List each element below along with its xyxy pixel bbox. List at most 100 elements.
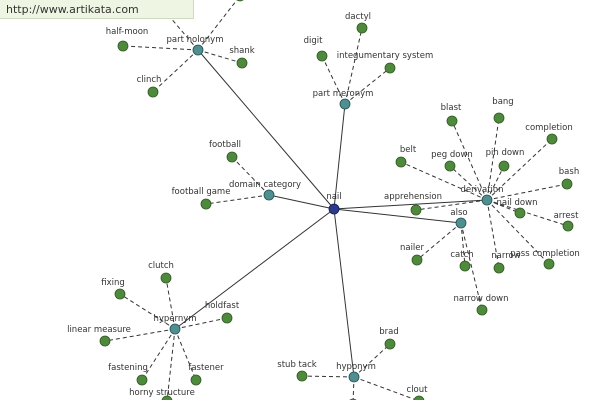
node-linear-measure[interactable] xyxy=(99,335,111,347)
label-pin-down[interactable]: pin down xyxy=(486,148,525,158)
label-nail[interactable]: nail xyxy=(326,192,341,202)
node-holdfast[interactable] xyxy=(221,312,233,324)
label-hyponym[interactable]: hyponym xyxy=(336,362,376,372)
node-bash[interactable] xyxy=(561,178,573,190)
node-fastener[interactable] xyxy=(190,374,202,386)
node-derivation[interactable] xyxy=(481,194,493,206)
label-fastening[interactable]: fastening xyxy=(108,363,148,373)
node-horny-structure[interactable] xyxy=(161,395,173,400)
label-narrow[interactable]: narrow xyxy=(491,251,520,261)
label-belt[interactable]: belt xyxy=(400,145,417,155)
label-integumentary-system[interactable]: integumentary system xyxy=(337,51,434,61)
label-fixing[interactable]: fixing xyxy=(101,278,125,288)
edge-domain-category xyxy=(268,194,335,210)
node-hypernym[interactable] xyxy=(169,323,181,335)
node-arrest[interactable] xyxy=(562,220,574,232)
edge-nail-down xyxy=(486,199,521,214)
node-belt[interactable] xyxy=(395,156,407,168)
url-banner[interactable]: http://www.artikata.com xyxy=(0,0,194,19)
edge-brad xyxy=(353,343,391,378)
edge-clutch xyxy=(165,277,176,330)
label-digit[interactable]: digit xyxy=(304,36,324,46)
label-stub-tack[interactable]: stub tack xyxy=(277,360,316,370)
node-fastening[interactable] xyxy=(136,374,148,386)
node-nail-down[interactable] xyxy=(514,207,526,219)
node-part-holonym[interactable] xyxy=(192,44,204,56)
node-part-meronym[interactable] xyxy=(339,98,351,110)
node-bang[interactable] xyxy=(493,112,505,124)
label-blast[interactable]: blast xyxy=(441,103,462,113)
node-clout[interactable] xyxy=(413,395,425,400)
label-derivation[interactable]: derivation xyxy=(460,185,503,195)
label-peg-down[interactable]: peg down xyxy=(431,150,473,160)
label-clinch[interactable]: clinch xyxy=(137,75,162,85)
edge-digit xyxy=(321,55,346,105)
node-also[interactable] xyxy=(455,217,467,229)
node-hyponym[interactable] xyxy=(348,371,360,383)
node-apprehension[interactable] xyxy=(410,204,422,216)
node-dactyl[interactable] xyxy=(356,22,368,34)
node-fixing[interactable] xyxy=(114,288,126,300)
node-clinch[interactable] xyxy=(147,86,159,98)
node-catch[interactable] xyxy=(459,260,471,272)
edge-stub-tack xyxy=(301,375,355,378)
label-hypernym[interactable]: hypernym xyxy=(153,314,196,324)
edge-fastener xyxy=(174,328,197,381)
label-brad[interactable]: brad xyxy=(379,327,399,337)
label-football[interactable]: football xyxy=(209,140,241,150)
label-apprehension[interactable]: apprehension xyxy=(384,192,442,202)
node-center-nail[interactable] xyxy=(328,203,340,215)
label-catch[interactable]: catch xyxy=(450,250,473,260)
label-football-game[interactable]: football game xyxy=(172,187,231,197)
node-football-game[interactable] xyxy=(200,198,212,210)
node-integumentary-system[interactable] xyxy=(384,62,396,74)
node-football[interactable] xyxy=(226,151,238,163)
label-bang[interactable]: bang xyxy=(492,97,513,107)
node-clutch[interactable] xyxy=(160,272,172,284)
label-shank[interactable]: shank xyxy=(229,46,254,56)
label-holdfast[interactable]: holdfast xyxy=(205,301,240,311)
edge-derivation xyxy=(333,199,488,210)
label-domain-category[interactable]: domain category xyxy=(229,180,301,190)
node-half-moon[interactable] xyxy=(117,40,129,52)
label-narrow-down[interactable]: narrow down xyxy=(453,294,508,304)
node-digit[interactable] xyxy=(316,50,328,62)
node-completion[interactable] xyxy=(546,133,558,145)
node-blast[interactable] xyxy=(446,115,458,127)
edge-integumentary-system xyxy=(344,67,391,105)
node-pass-completion[interactable] xyxy=(543,258,555,270)
label-arrest[interactable]: arrest xyxy=(554,211,580,221)
edge-peg-down xyxy=(449,165,488,201)
label-pass-completion[interactable]: pass completion xyxy=(510,249,580,259)
label-part-holonym[interactable]: part holonym xyxy=(167,35,224,45)
label-bash[interactable]: bash xyxy=(559,167,579,177)
node-peg-down[interactable] xyxy=(444,160,456,172)
label-linear-measure[interactable]: linear measure xyxy=(67,325,131,335)
node-narrow[interactable] xyxy=(493,262,505,274)
node-shank[interactable] xyxy=(236,57,248,69)
node-domain-category[interactable] xyxy=(263,189,275,201)
node-pin-down[interactable] xyxy=(498,160,510,172)
label-completion[interactable]: completion xyxy=(525,123,572,133)
label-nailer[interactable]: nailer xyxy=(400,243,425,253)
edge-clinch xyxy=(152,49,199,93)
label-horny-structure[interactable]: horny structure xyxy=(129,388,195,398)
edge-pin-down xyxy=(486,165,505,201)
edge-arrest xyxy=(486,199,569,227)
label-nail-down[interactable]: nail down xyxy=(497,198,538,208)
label-clutch[interactable]: clutch xyxy=(148,261,174,271)
label-fastener[interactable]: fastener xyxy=(188,363,224,373)
node-stub-tack[interactable] xyxy=(296,370,308,382)
edge-clout xyxy=(353,376,418,400)
edge-pass-completion xyxy=(486,199,550,265)
node-holonym-top-right[interactable] xyxy=(235,0,245,2)
node-brad[interactable] xyxy=(384,338,396,350)
label-half-moon[interactable]: half-moon xyxy=(106,27,149,37)
node-nailer[interactable] xyxy=(411,254,423,266)
label-dactyl[interactable]: dactyl xyxy=(345,12,371,22)
label-part-meronym[interactable]: part meronym xyxy=(313,89,374,99)
label-clout[interactable]: clout xyxy=(407,385,429,395)
node-narrow-down[interactable] xyxy=(476,304,488,316)
label-also[interactable]: also xyxy=(450,208,467,218)
